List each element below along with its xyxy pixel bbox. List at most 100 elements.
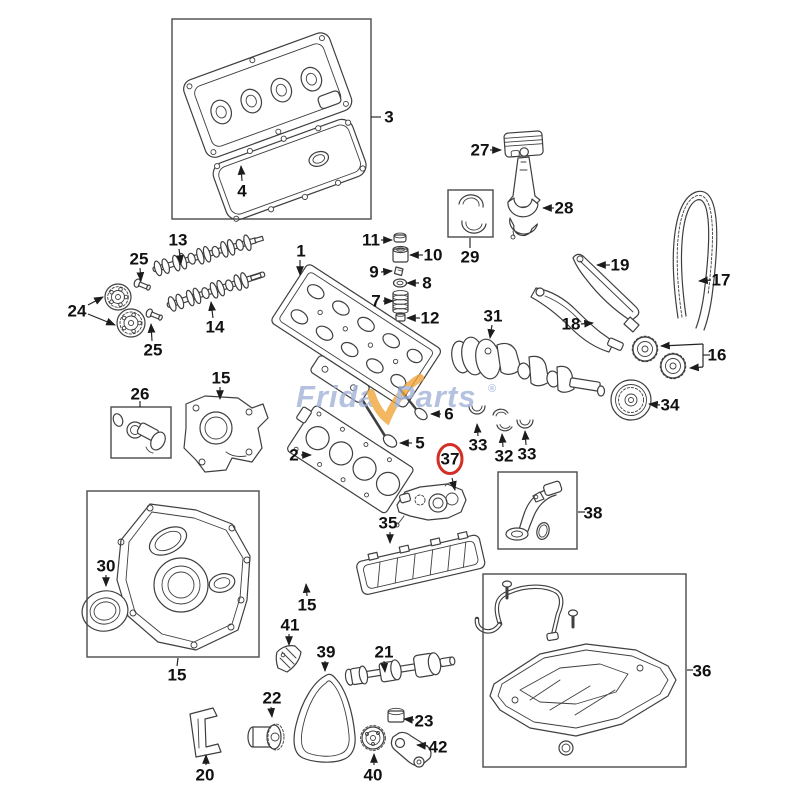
mount-bracket-drawing — [189, 707, 222, 758]
part-number-40: 40 — [364, 766, 383, 785]
connecting-rod-drawing — [507, 156, 541, 218]
callout-leader-15 — [176, 657, 179, 667]
valve-lifter-drawing — [392, 245, 409, 263]
chain-guide-drawing — [572, 253, 640, 333]
callout-leader-9 — [380, 267, 393, 276]
watermark: Frida Parts ® — [296, 374, 496, 426]
balance-chain-drawing — [293, 673, 356, 763]
part-number-42: 42 — [429, 738, 448, 757]
crank-pulley-drawing — [610, 379, 652, 421]
part-number-7: 7 — [371, 292, 380, 311]
part-number-11: 11 — [362, 231, 380, 250]
part-number-19: 19 — [611, 256, 630, 275]
part-number-15: 15 — [168, 666, 187, 685]
part-number-1: 1 — [296, 242, 305, 261]
callout-leader-42 — [416, 741, 429, 750]
part-number-36: 36 — [693, 662, 712, 681]
windage-tray-drawing — [356, 531, 486, 595]
cam-phaser-upper-drawing — [104, 283, 132, 311]
callout-leader-18 — [580, 319, 594, 328]
part-number-18: 18 — [562, 315, 581, 334]
callout-leader-32 — [498, 433, 507, 448]
callout-leader-33 — [473, 423, 482, 437]
callout-leader-22 — [267, 706, 276, 718]
part-number-4: 4 — [237, 182, 247, 201]
piston-drawing — [503, 130, 544, 158]
part-number-25: 25 — [130, 250, 149, 269]
part-number-26: 26 — [131, 385, 150, 404]
callout-leader-17 — [698, 276, 712, 285]
watermark-suffix: Parts — [394, 379, 477, 414]
valve-large-drawing — [361, 399, 398, 448]
part-number-38: 38 — [584, 504, 603, 523]
callout-leader-37 — [449, 477, 457, 491]
tensioner-lever-drawing — [390, 731, 432, 768]
valve-keeper-drawing — [393, 266, 404, 277]
oil-pickup-box — [497, 471, 578, 550]
valve-spring-drawing — [392, 290, 409, 314]
valve-seal-drawing — [395, 312, 406, 322]
crankshaft-drawing — [451, 336, 606, 397]
watermark-registered-mark: ® — [488, 383, 496, 395]
callout-leader-25 — [147, 323, 156, 342]
part-number-5: 5 — [415, 434, 424, 453]
part-number-10: 10 — [424, 246, 443, 265]
part-number-21: 21 — [375, 643, 394, 662]
group-boxes-layer — [86, 18, 687, 768]
part-number-41: 41 — [281, 616, 300, 635]
callout-leader-23 — [403, 715, 415, 724]
part-number-6: 6 — [444, 405, 453, 424]
oil-pan-drawing — [474, 580, 677, 756]
valve-cover-gasket-drawing — [212, 118, 367, 222]
oil-pan-box — [482, 573, 687, 768]
cam-solenoid-drawing — [112, 413, 166, 454]
part-number-15: 15 — [212, 369, 231, 388]
part-number-13: 13 — [169, 231, 188, 250]
callout-leader-25 — [136, 267, 145, 282]
bucket-plug-drawing — [387, 707, 405, 723]
part-number-24: 24 — [68, 302, 87, 321]
cam-bolt-upper-drawing — [133, 278, 151, 291]
callout-leader-13 — [175, 248, 184, 265]
head-front-housing-drawing — [183, 395, 269, 473]
part-number-29: 29 — [461, 248, 480, 267]
part-number-31: 31 — [484, 307, 503, 326]
callout-leader-24 — [87, 313, 116, 326]
callout-leader-21 — [380, 660, 389, 673]
exhaust-camshaft-drawing — [166, 271, 266, 312]
part-number-8: 8 — [422, 274, 431, 293]
callout-leader-14 — [208, 301, 216, 319]
highlight-circle-part-37 — [436, 443, 464, 475]
callout-leader-15 — [302, 583, 311, 597]
oil-pickup-tube-drawing — [505, 480, 563, 541]
timing-chain-drawing — [672, 190, 718, 331]
thrust-washer-left-drawing — [468, 405, 486, 415]
balance-shaft-drawing — [344, 652, 456, 686]
part-number-37: 37 — [441, 450, 460, 469]
part-number-16: 16 — [708, 346, 727, 365]
part-number-30: 30 — [97, 557, 116, 576]
balance-gear-drawing — [360, 725, 386, 751]
cam-bolt-lower-drawing — [145, 308, 163, 321]
chain-tensioner-arm-drawing — [530, 287, 624, 353]
part-number-34: 34 — [661, 396, 680, 415]
timing-cover-box — [86, 490, 260, 658]
part-number-3: 3 — [384, 108, 393, 127]
rod-cap-drawing — [509, 217, 539, 240]
callout-leader-34 — [648, 400, 661, 409]
part-number-25: 25 — [144, 341, 163, 360]
rod-bearings-box — [447, 189, 494, 238]
head-gasket-drawing — [287, 405, 414, 514]
watermark-prefix: Frida — [296, 379, 377, 414]
balance-chain-tensioner-drawing — [275, 645, 302, 673]
cam-phaser-lower-drawing — [116, 308, 146, 338]
part-number-17: 17 — [712, 271, 731, 290]
rod-bearings-drawing — [458, 194, 487, 234]
crank-sprockets-drawing — [631, 335, 687, 380]
callout-leader-16 — [660, 341, 704, 350]
part-number-12: 12 — [421, 309, 440, 328]
timing-cover-drawing — [116, 503, 251, 651]
